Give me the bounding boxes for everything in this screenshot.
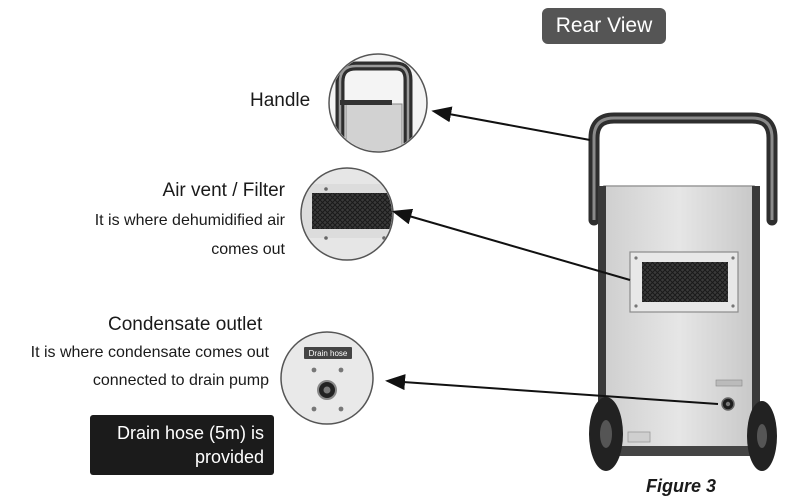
air-vent-title: Air vent / Filter — [162, 180, 285, 201]
drain-inset — [280, 331, 374, 425]
rear-view-badge: Rear View — [542, 8, 666, 44]
handle-label: Handle — [250, 90, 311, 111]
condensate-desc-line1: It is where condensate comes out — [30, 344, 269, 361]
air-vent-inset — [300, 167, 394, 261]
figure-caption: Figure 3 — [646, 476, 717, 496]
condensate-desc-line2: connected to drain pump — [92, 372, 269, 389]
drain-hose-note-line1: Drain hose (5m) is — [116, 423, 264, 443]
drain-hose-inset-label: Drain hose — [309, 349, 348, 358]
drain-hose-note: Drain hose (5m) is provided — [90, 415, 274, 475]
machine-body-panel — [603, 185, 755, 455]
drain-hose-note-line2: provided — [194, 447, 264, 467]
air-vent-desc-line2: comes out — [211, 241, 285, 258]
handle-inset — [328, 53, 428, 153]
air-vent-arrow — [391, 208, 631, 281]
machine-vent-grille — [642, 262, 728, 302]
handle-arrow — [431, 106, 591, 141]
drain-arrow — [385, 374, 719, 405]
air-vent-desc-line1: It is where dehumidified air — [94, 212, 285, 229]
condensate-title: Condensate outlet — [108, 314, 263, 335]
